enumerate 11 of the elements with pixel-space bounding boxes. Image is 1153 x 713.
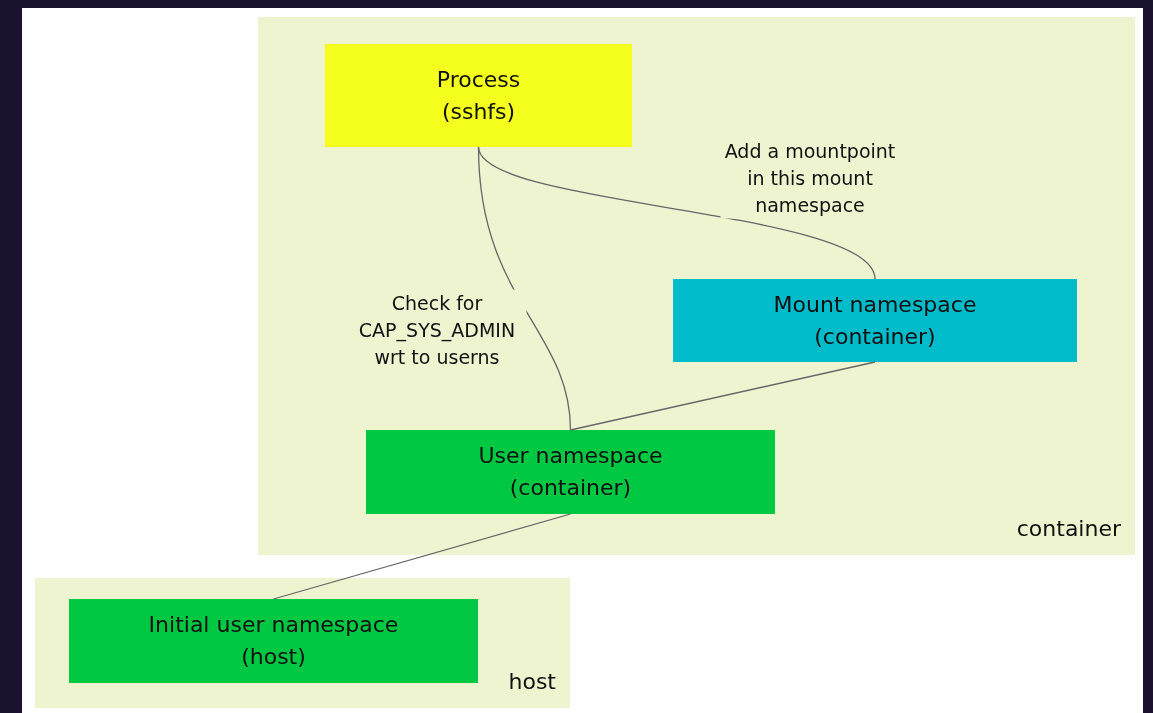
connector-line [477, 146, 876, 280]
namespace-box: Mount namespace (container) [673, 279, 1077, 362]
region-band [35, 578, 570, 708]
namespace-box: User namespace (container) [366, 430, 775, 514]
connector-line [272, 513, 572, 600]
region-label: container [1016, 516, 1121, 541]
connector-line [569, 361, 876, 431]
namespace-box: Process (sshfs) [325, 44, 632, 147]
region-label: host [508, 669, 556, 694]
namespace-box: Initial user namespace (host) [69, 599, 478, 683]
region-band [258, 17, 1135, 555]
